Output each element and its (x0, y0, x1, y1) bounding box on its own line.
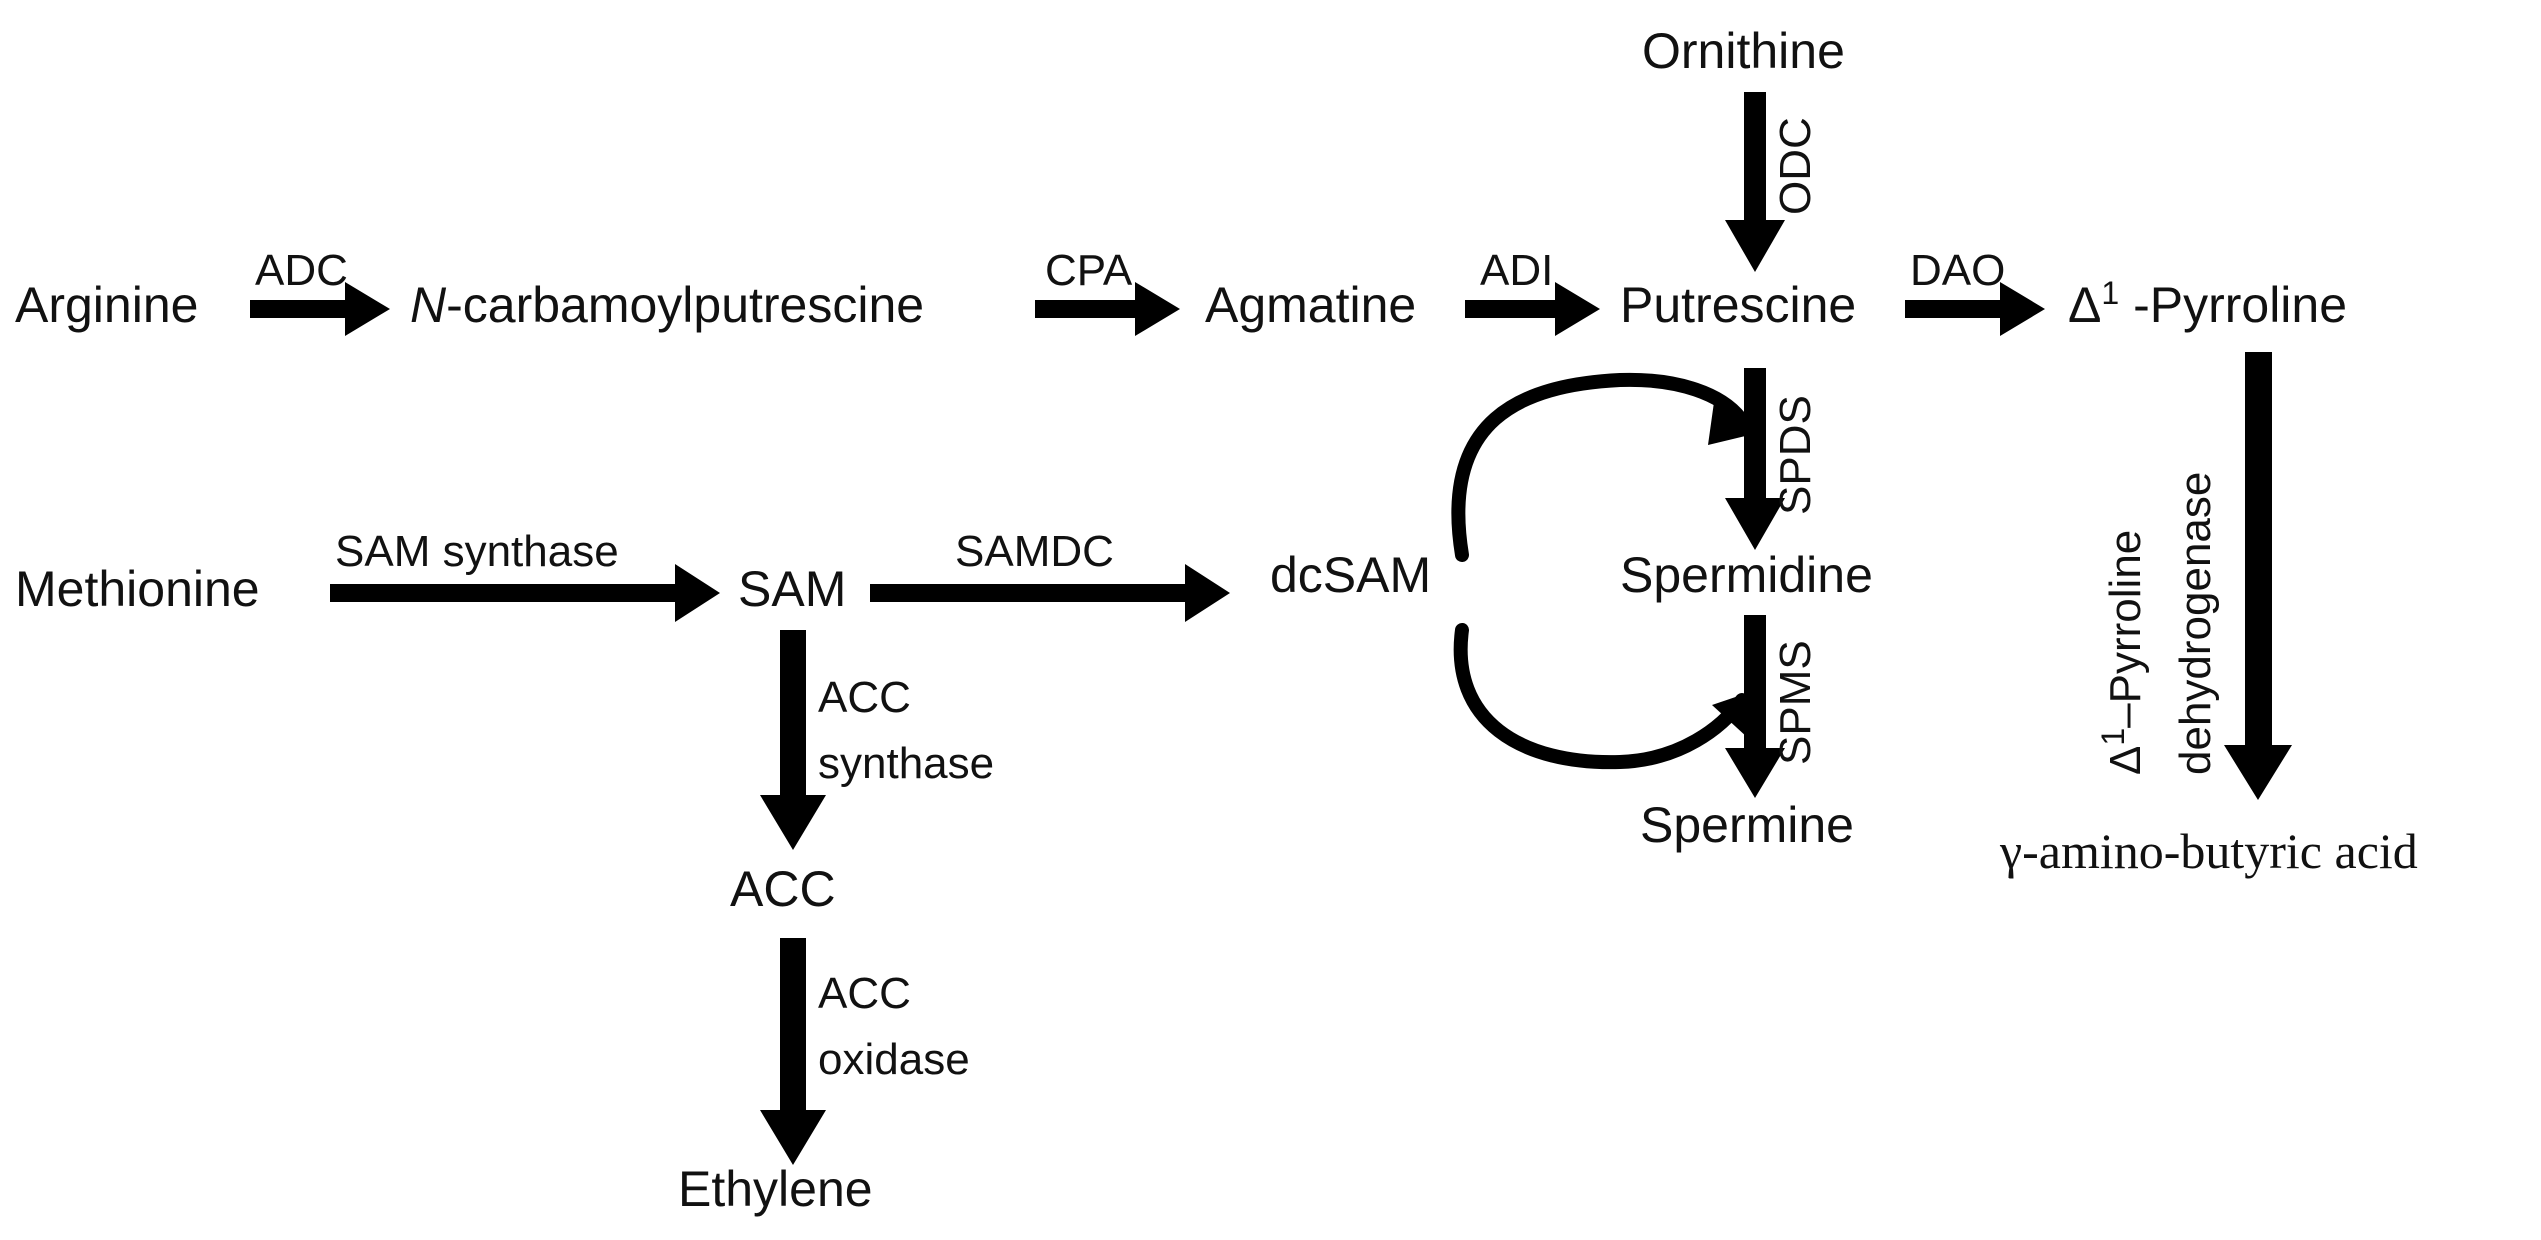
arrow-acc-oxidase (760, 938, 826, 1165)
enzyme-samdc: SAMDC (955, 527, 1114, 576)
enzyme-cpa: CPA (1045, 246, 1133, 295)
compound-spermine: Spermine (1640, 797, 1854, 853)
enzyme-spms: SPMS (1771, 640, 1820, 765)
enzyme-odc: ODC (1771, 117, 1820, 215)
compound-methionine: Methionine (15, 561, 260, 617)
compound-ornithine: Ornithine (1642, 23, 1845, 79)
enzyme-sam-synthase: SAM synthase (335, 527, 619, 576)
enzyme-acc-synthase-line1: ACC (818, 673, 911, 722)
compound-gaba: γ-amino-butyric acid (1999, 823, 2418, 879)
enzyme-adi: ADI (1480, 246, 1553, 295)
enzyme-dao: DAO (1910, 246, 2005, 295)
enzyme-adc: ADC (255, 246, 348, 295)
compound-spermidine: Spermidine (1620, 547, 1873, 603)
compound-putrescine: Putrescine (1620, 277, 1856, 333)
arrow-pyrroline-dh (2224, 352, 2292, 800)
arrow-adi (1465, 282, 1600, 336)
compound-pyrroline: Δ1 -Pyrroline (2068, 275, 2347, 333)
arrow-adc (250, 282, 390, 336)
n-carbamoyl-rest: -carbamoylputrescine (446, 277, 924, 333)
compound-agmatine: Agmatine (1205, 277, 1416, 333)
compound-arginine: Arginine (15, 277, 198, 333)
pyrroline-sup: 1 (2101, 275, 2119, 311)
enzyme-pyrroline-dh-line2: dehydrogenase (2171, 472, 2220, 775)
arc-dcsam-to-spms (1453, 623, 1749, 770)
arrow-odc (1725, 92, 1785, 272)
enzyme-acc-synthase-line2: synthase (818, 739, 994, 788)
pdh-delta: Δ (2101, 746, 2150, 775)
enzyme-pyrroline-dh-line1: Δ1–Pyrroline (2095, 530, 2150, 775)
arrow-dao (1905, 282, 2045, 336)
arc-dcsam-to-spds (1451, 372, 1747, 562)
pyrroline-delta: Δ (2068, 277, 2101, 333)
arc-head-bottom (1712, 688, 1762, 738)
arrow-cpa (1035, 282, 1180, 336)
enzyme-spds: SPDS (1771, 395, 1820, 515)
pyrroline-rest: -Pyrroline (2119, 277, 2347, 333)
arrow-acc-synthase (760, 630, 826, 850)
arrow-samdc (870, 564, 1230, 622)
arc-head-top (1708, 395, 1762, 445)
n-prefix: N (410, 277, 447, 333)
compound-acc: ACC (730, 861, 836, 917)
compound-ethylene: Ethylene (678, 1161, 873, 1217)
compound-n-carbamoylputrescine: N-carbamoylputrescine (410, 277, 924, 333)
pdh-rest: –Pyrroline (2101, 530, 2150, 728)
enzyme-acc-oxidase-line1: ACC (818, 969, 911, 1018)
arrow-spds (1725, 368, 1785, 550)
pdh-sup: 1 (2095, 728, 2131, 746)
arrow-sam-synthase (330, 564, 720, 622)
compound-sam: SAM (738, 561, 846, 617)
compound-dcsam: dcSAM (1270, 547, 1431, 603)
enzyme-acc-oxidase-line2: oxidase (818, 1035, 970, 1084)
